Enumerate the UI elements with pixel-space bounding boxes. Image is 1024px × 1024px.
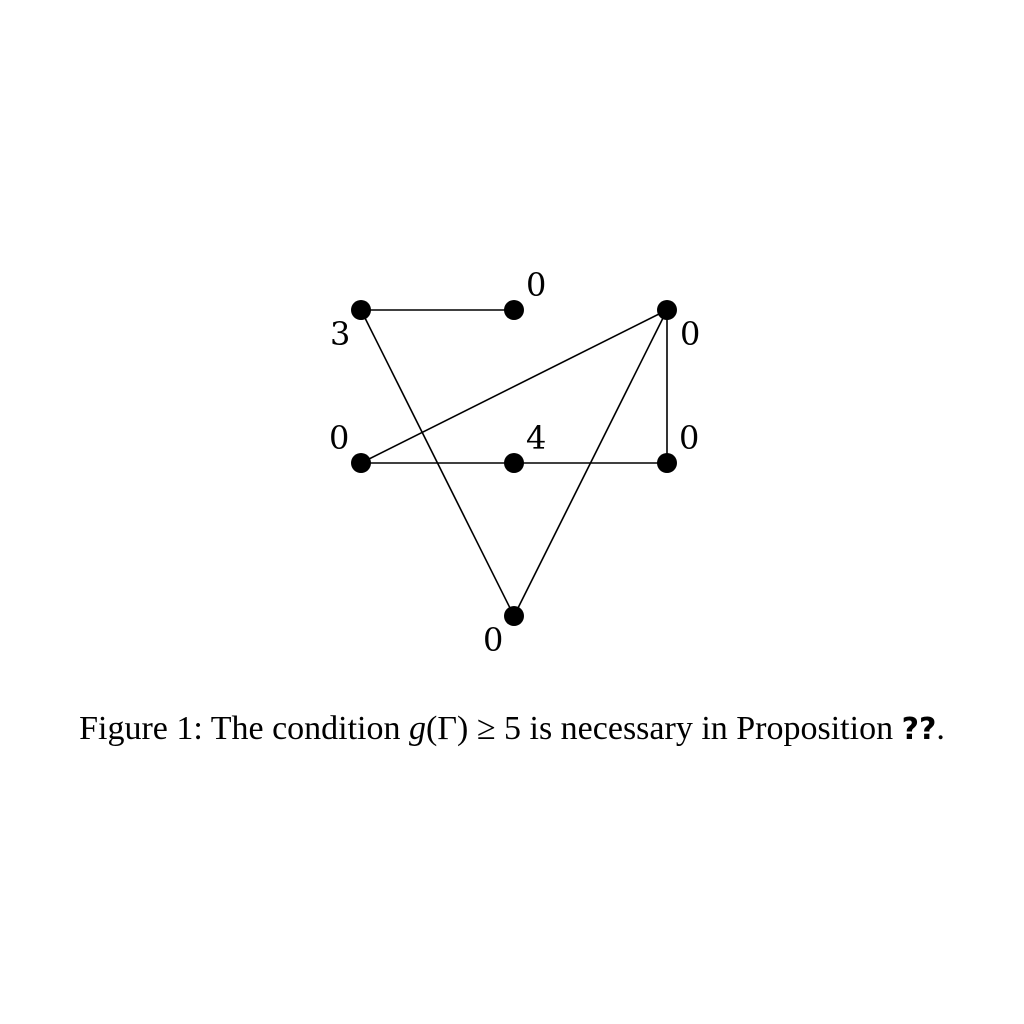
- caption-prefix: Figure 1:: [79, 710, 203, 747]
- caption-math-paren-close: ): [457, 710, 469, 747]
- vertex-mid-right: [657, 453, 677, 473]
- vertex-label-top-right: 0: [680, 315, 700, 353]
- edge-top_right-mid_left: [360, 309, 668, 464]
- caption-math-relation: ≥: [476, 710, 496, 747]
- vertex-label-bottom: 0: [483, 621, 503, 659]
- vertex-top-right: [657, 300, 677, 320]
- caption-ref: ??: [901, 712, 937, 747]
- vertex-mid-left: [351, 453, 371, 473]
- vertex-top-mid: [504, 300, 524, 320]
- caption-math-value: 5: [504, 710, 521, 747]
- vertex-bottom: [504, 606, 524, 626]
- vertex-label-mid-left: 0: [329, 419, 349, 457]
- figure-caption: Figure 1: The condition g(Γ) ≥ 5 is nece…: [0, 710, 1024, 748]
- caption-math-g: g: [409, 710, 427, 747]
- vertex-mid-center: [504, 453, 524, 473]
- caption-math-paren-open: (: [426, 710, 438, 747]
- labels-group: 3 0 0 0 4 0 0: [329, 266, 700, 659]
- caption-text-after: is necessary in Proposition: [529, 710, 894, 747]
- edges-group: [360, 309, 668, 617]
- vertex-label-top-left: 3: [330, 315, 350, 353]
- vertex-label-top-mid: 0: [526, 266, 546, 304]
- vertex-label-mid-right: 0: [679, 419, 699, 457]
- caption-period: .: [936, 710, 945, 747]
- caption-text-before: The condition: [210, 710, 401, 747]
- vertex-top-left: [351, 300, 371, 320]
- caption-math-gamma: Γ: [437, 710, 457, 747]
- vertices-group: [351, 300, 677, 626]
- vertex-label-mid-center: 4: [526, 419, 546, 457]
